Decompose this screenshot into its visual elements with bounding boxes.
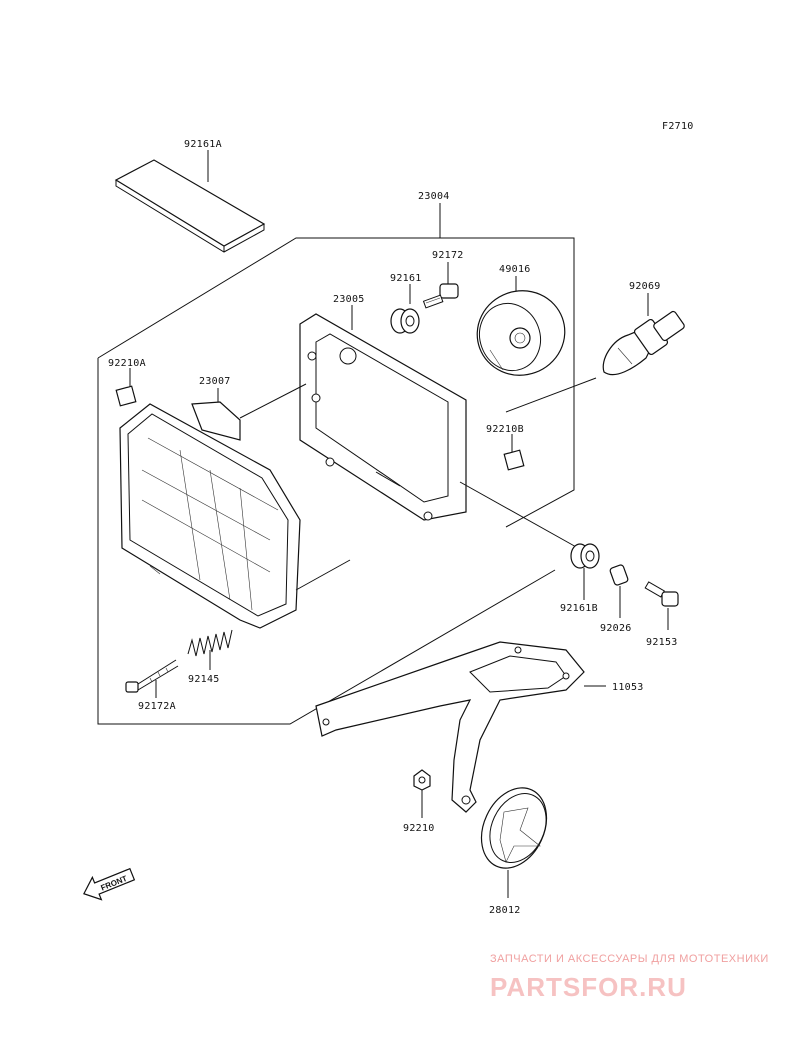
part-92172A-screw[interactable] bbox=[125, 659, 179, 698]
part-92210B-clip[interactable] bbox=[503, 434, 525, 471]
label-49016[interactable]: 49016 bbox=[499, 264, 531, 275]
label-92161B[interactable]: 92161B bbox=[560, 603, 598, 614]
part-92145-spring[interactable] bbox=[187, 629, 233, 670]
leader-92069 bbox=[505, 377, 597, 413]
label-92069[interactable]: 92069 bbox=[629, 281, 661, 292]
part-11053-bracket[interactable] bbox=[315, 641, 606, 813]
label-23004[interactable]: 23004 bbox=[418, 191, 450, 202]
label-92172[interactable]: 92172 bbox=[432, 250, 464, 261]
part-28012-reflector[interactable] bbox=[469, 777, 559, 898]
label-92026[interactable]: 92026 bbox=[600, 623, 632, 634]
part-92161B-grommet[interactable] bbox=[570, 543, 600, 600]
label-23005[interactable]: 23005 bbox=[333, 294, 365, 305]
part-92210A-clip[interactable] bbox=[115, 368, 137, 407]
label-11053[interactable]: 11053 bbox=[612, 682, 644, 693]
label-92210A[interactable]: 92210A bbox=[108, 358, 146, 369]
label-92172A[interactable]: 92172A bbox=[138, 701, 176, 712]
label-92161A[interactable]: 92161A bbox=[184, 139, 222, 150]
label-28012[interactable]: 28012 bbox=[489, 905, 521, 916]
watermark-logo: PARTSFOR.RU bbox=[490, 972, 687, 1002]
watermark-caption: ЗАПЧАСТИ И АКСЕССУАРЫ ДЛЯ МОТОТЕХНИКИ bbox=[490, 953, 769, 965]
part-92069-bulb[interactable] bbox=[602, 293, 685, 376]
label-92210B[interactable]: 92210B bbox=[486, 424, 524, 435]
figure-code: F2710 bbox=[662, 121, 694, 132]
label-92145[interactable]: 92145 bbox=[188, 674, 220, 685]
part-92153-bolt[interactable] bbox=[644, 581, 679, 630]
part-92161A-pad[interactable] bbox=[114, 150, 266, 253]
front-direction-arrow: FRONT bbox=[83, 867, 136, 901]
part-92026-collar[interactable] bbox=[609, 564, 629, 618]
part-49016-bulb-cover[interactable] bbox=[465, 276, 576, 388]
part-92161-grommet[interactable] bbox=[390, 284, 420, 334]
part-92210-nut[interactable] bbox=[413, 769, 431, 818]
leader-rim-adjust bbox=[459, 481, 579, 549]
label-92153[interactable]: 92153 bbox=[646, 637, 678, 648]
label-23007[interactable]: 23007 bbox=[199, 376, 231, 387]
label-92210[interactable]: 92210 bbox=[403, 823, 435, 834]
assembly-23004-frame bbox=[97, 203, 575, 725]
part-23007-headlight-unit[interactable] bbox=[119, 383, 351, 629]
part-92172-screw[interactable] bbox=[422, 262, 459, 309]
label-92161[interactable]: 92161 bbox=[390, 273, 422, 284]
part-23005-rim[interactable] bbox=[299, 305, 467, 521]
